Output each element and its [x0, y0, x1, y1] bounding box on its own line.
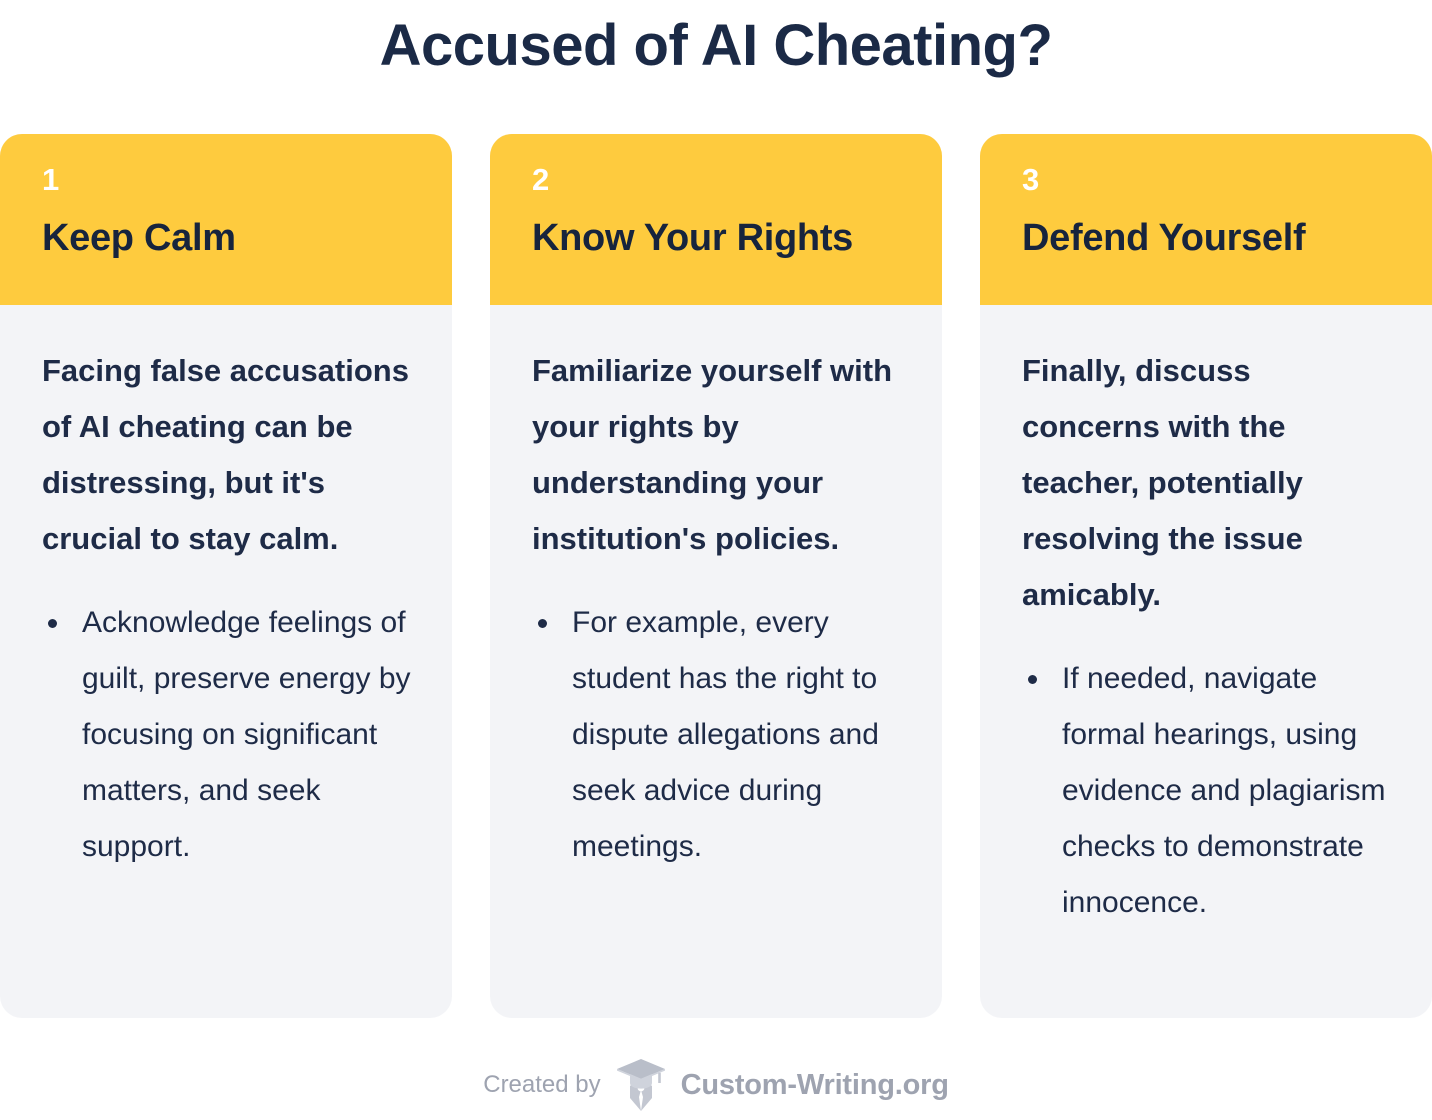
bullet-dot-icon — [1028, 675, 1037, 684]
card-bullet-list: For example, every student has the right… — [532, 595, 902, 875]
card-bullet-list: If needed, navigate formal hearings, usi… — [1022, 651, 1392, 931]
list-item: If needed, navigate formal hearings, usi… — [1022, 651, 1392, 931]
card-number: 1 — [42, 162, 60, 197]
card-know-your-rights: 2 Know Your Rights Familiarize yourself … — [490, 134, 942, 1018]
card-number: 3 — [1022, 162, 1040, 197]
card-header: 3 Defend Yourself — [980, 134, 1432, 305]
card-list: 1 Keep Calm Facing false accusations of … — [0, 134, 1432, 1018]
card-number: 2 — [532, 162, 550, 197]
card-body: Familiarize yourself with your rights by… — [490, 305, 942, 1018]
card-header: 2 Know Your Rights — [490, 134, 942, 305]
card-keep-calm: 1 Keep Calm Facing false accusations of … — [0, 134, 452, 1018]
card-intro: Familiarize yourself with your rights by… — [532, 353, 893, 556]
list-item: For example, every student has the right… — [532, 595, 902, 875]
footer-attribution: Created by Custom-Writing.org — [0, 1050, 1432, 1120]
card-body: Facing false accusations of AI cheating … — [0, 305, 452, 1018]
list-item-label: If needed, navigate formal hearings, usi… — [1062, 662, 1386, 919]
footer-brand-label: Custom-Writing.org — [680, 1069, 949, 1101]
card-title: Know Your Rights — [532, 217, 854, 259]
page-title: Accused of AI Cheating? — [379, 13, 1053, 78]
card-header: 1 Keep Calm — [0, 134, 452, 305]
card-intro: Finally, discuss concerns with the teach… — [1022, 353, 1303, 612]
list-item: Acknowledge feelings of guilt, preserve … — [42, 595, 412, 875]
card-title: Keep Calm — [42, 217, 236, 259]
bullet-dot-icon — [538, 619, 547, 628]
card-defend-yourself: 3 Defend Yourself Finally, discuss conce… — [980, 134, 1432, 1018]
bullet-dot-icon — [48, 619, 57, 628]
card-title: Defend Yourself — [1022, 217, 1306, 259]
graduation-cap-pen-nib-icon — [615, 1057, 667, 1113]
list-item-label: Acknowledge feelings of guilt, preserve … — [82, 606, 411, 863]
list-item-label: For example, every student has the right… — [572, 606, 879, 863]
footer-created-by-label: Created by — [483, 1071, 601, 1098]
card-bullet-list: Acknowledge feelings of guilt, preserve … — [42, 595, 412, 875]
card-body: Finally, discuss concerns with the teach… — [980, 305, 1432, 1018]
card-intro: Facing false accusations of AI cheating … — [42, 353, 409, 556]
